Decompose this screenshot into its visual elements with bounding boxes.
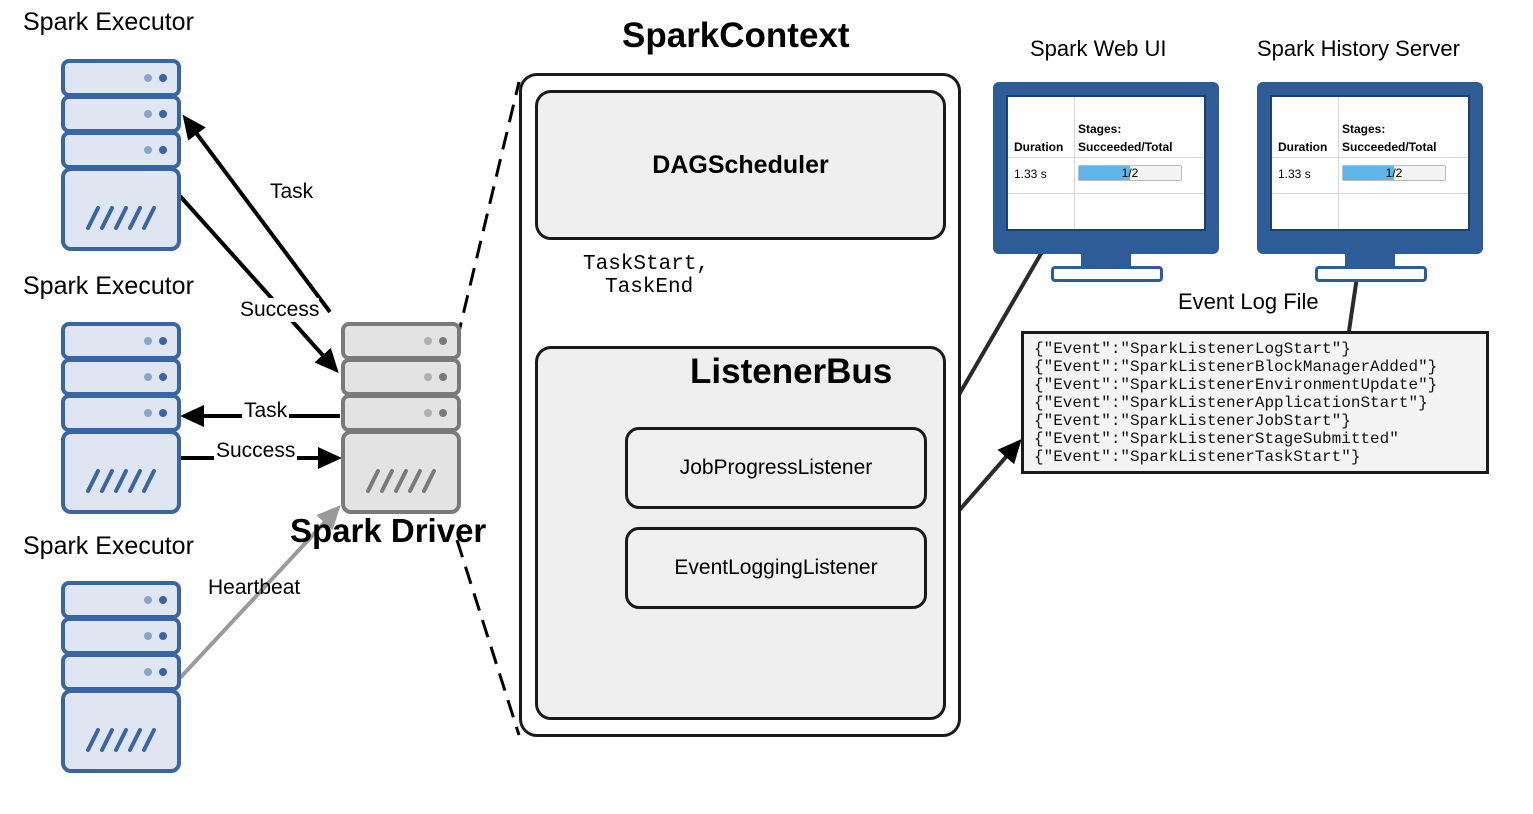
event-log-line: {"Event":"SparkListenerStageSubmitted" — [1034, 430, 1399, 448]
success-arrow-1 — [178, 194, 339, 373]
web-ui-title: Spark Web UI — [1030, 36, 1167, 61]
stages-progress-bar: 1/2 — [1078, 165, 1182, 181]
spark-context-title: SparkContext — [622, 16, 850, 55]
task-label-2: Task — [242, 399, 290, 423]
table-divider — [1074, 97, 1075, 229]
job-progress-listener-box: JobProgressListener — [625, 427, 927, 509]
event-log-file: {"Event":"SparkListenerLogStart"} {"Even… — [1021, 331, 1489, 474]
web-ui-monitor: Duration Stages: Succeeded/Total 1.33 s … — [993, 82, 1219, 282]
success-label-2: Success — [214, 439, 298, 463]
table-divider — [1008, 157, 1204, 158]
monitor-base — [1315, 266, 1427, 282]
event-logging-listener-label: EventLoggingListener — [674, 556, 878, 579]
monitor-neck — [1345, 254, 1395, 268]
col-duration-header: Duration — [1278, 140, 1328, 154]
duration-value: 1.33 s — [1278, 167, 1311, 181]
task-arrow-1 — [182, 114, 332, 314]
server-unit — [61, 59, 181, 251]
monitor-base — [1051, 266, 1163, 282]
monitor-neck — [1081, 254, 1131, 268]
event-log-line: {"Event":"SparkListenerJobStart"} — [1034, 412, 1351, 430]
table-divider — [1338, 97, 1339, 229]
success-label-1: Success — [240, 298, 320, 322]
monitor-screen: Duration Stages: Succeeded/Total 1.33 s … — [1270, 95, 1470, 231]
heartbeat-arrow — [178, 505, 341, 680]
table-divider — [1272, 193, 1468, 194]
listener-bus-label: ListenerBus — [690, 352, 893, 391]
zoom-line-bottom — [455, 539, 521, 736]
col-stages-header-1: Stages: — [1078, 122, 1122, 136]
event-log-title: Event Log File — [1178, 289, 1319, 314]
event-log-line: {"Event":"SparkListenerBlockManagerAdded… — [1034, 358, 1438, 376]
executor-title-2: Spark Executor — [23, 272, 194, 300]
heartbeat-label: Heartbeat — [208, 576, 301, 599]
col-stages-header-1: Stages: — [1342, 122, 1386, 136]
col-stages-header-2: Succeeded/Total — [1078, 140, 1173, 154]
executor-server-3 — [61, 581, 181, 773]
event-log-line: {"Event":"SparkListenerEnvironmentUpdate… — [1034, 376, 1438, 394]
job-progress-listener-label: JobProgressListener — [679, 456, 873, 479]
executor-server-2 — [61, 322, 181, 514]
col-duration-header: Duration — [1014, 140, 1064, 154]
history-server-title: Spark History Server — [1257, 36, 1460, 61]
zoom-line-top — [455, 81, 521, 341]
events-label-1: TaskStart, — [583, 253, 710, 276]
dag-scheduler-label: DAGScheduler — [652, 150, 829, 179]
stages-progress-bar: 1/2 — [1342, 165, 1446, 181]
duration-value: 1.33 s — [1014, 167, 1047, 181]
dag-scheduler-box: DAGScheduler — [535, 90, 946, 240]
events-label-2: TaskEnd — [605, 276, 694, 299]
executor-title-1: Spark Executor — [23, 8, 194, 36]
monitor-screen: Duration Stages: Succeeded/Total 1.33 s … — [1006, 95, 1206, 231]
event-log-line: {"Event":"SparkListenerApplicationStart"… — [1034, 394, 1428, 412]
table-divider — [1008, 193, 1204, 194]
executor-title-3: Spark Executor — [23, 532, 194, 560]
progress-fill — [1343, 166, 1394, 180]
table-divider — [1272, 157, 1468, 158]
progress-fill — [1079, 166, 1130, 180]
event-log-line: {"Event":"SparkListenerLogStart"} — [1034, 340, 1351, 358]
event-log-line: {"Event":"SparkListenerTaskStart"} — [1034, 448, 1361, 466]
executor-server-1 — [61, 59, 181, 251]
driver-title: Spark Driver — [290, 512, 487, 549]
progress-text: 1/2 — [1121, 166, 1139, 180]
progress-text: 1/2 — [1385, 166, 1403, 180]
event-logging-listener-box: EventLoggingListener — [625, 527, 927, 609]
col-stages-header-2: Succeeded/Total — [1342, 140, 1437, 154]
history-server-monitor: Duration Stages: Succeeded/Total 1.33 s … — [1257, 82, 1483, 282]
task-label-1: Task — [270, 180, 314, 203]
driver-server — [341, 322, 461, 514]
